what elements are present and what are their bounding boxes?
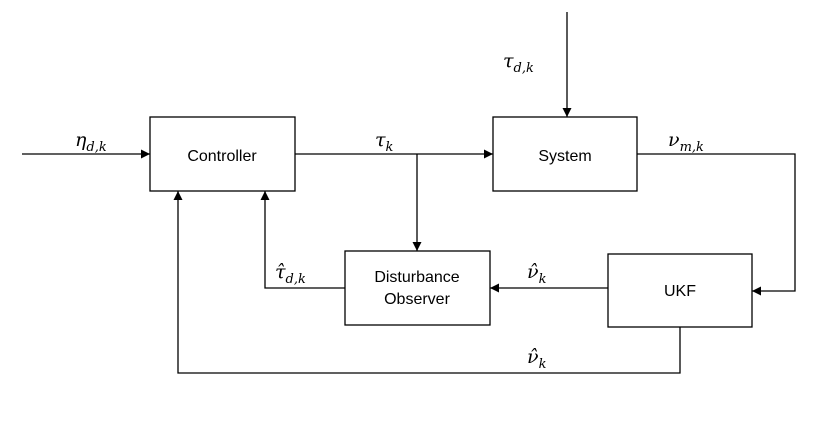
disturbance-observer-label-line1: Disturbance (374, 269, 459, 286)
ukf-block: UKF (607, 253, 753, 328)
system-label: System (538, 148, 591, 165)
controller-label: Controller (187, 148, 257, 165)
ukf-label: UKF (664, 283, 696, 300)
system-block: System (492, 116, 638, 192)
disturbance-observer-label-line2: Observer (384, 291, 450, 308)
label-eta-d-k: ηd,k (75, 129, 107, 155)
label-nu-hat-k-bottom: ν̂k (527, 346, 547, 372)
ukf-feedback-arrow (173, 191, 681, 374)
label-tau-hat-d-k: τ̂d,k (275, 261, 306, 287)
observer-feedback-arrow (260, 191, 345, 289)
label-nu-m-k: νm,k (668, 129, 704, 155)
label-nu-hat-k: ν̂k (527, 261, 547, 287)
label-tau-k: τk (375, 129, 394, 155)
measurement-arrow (637, 153, 796, 296)
disturbance-observer-block: Disturbance Observer (344, 250, 491, 326)
controller-block: Controller (149, 116, 296, 192)
label-tau-d-k: τd,k (503, 50, 534, 76)
